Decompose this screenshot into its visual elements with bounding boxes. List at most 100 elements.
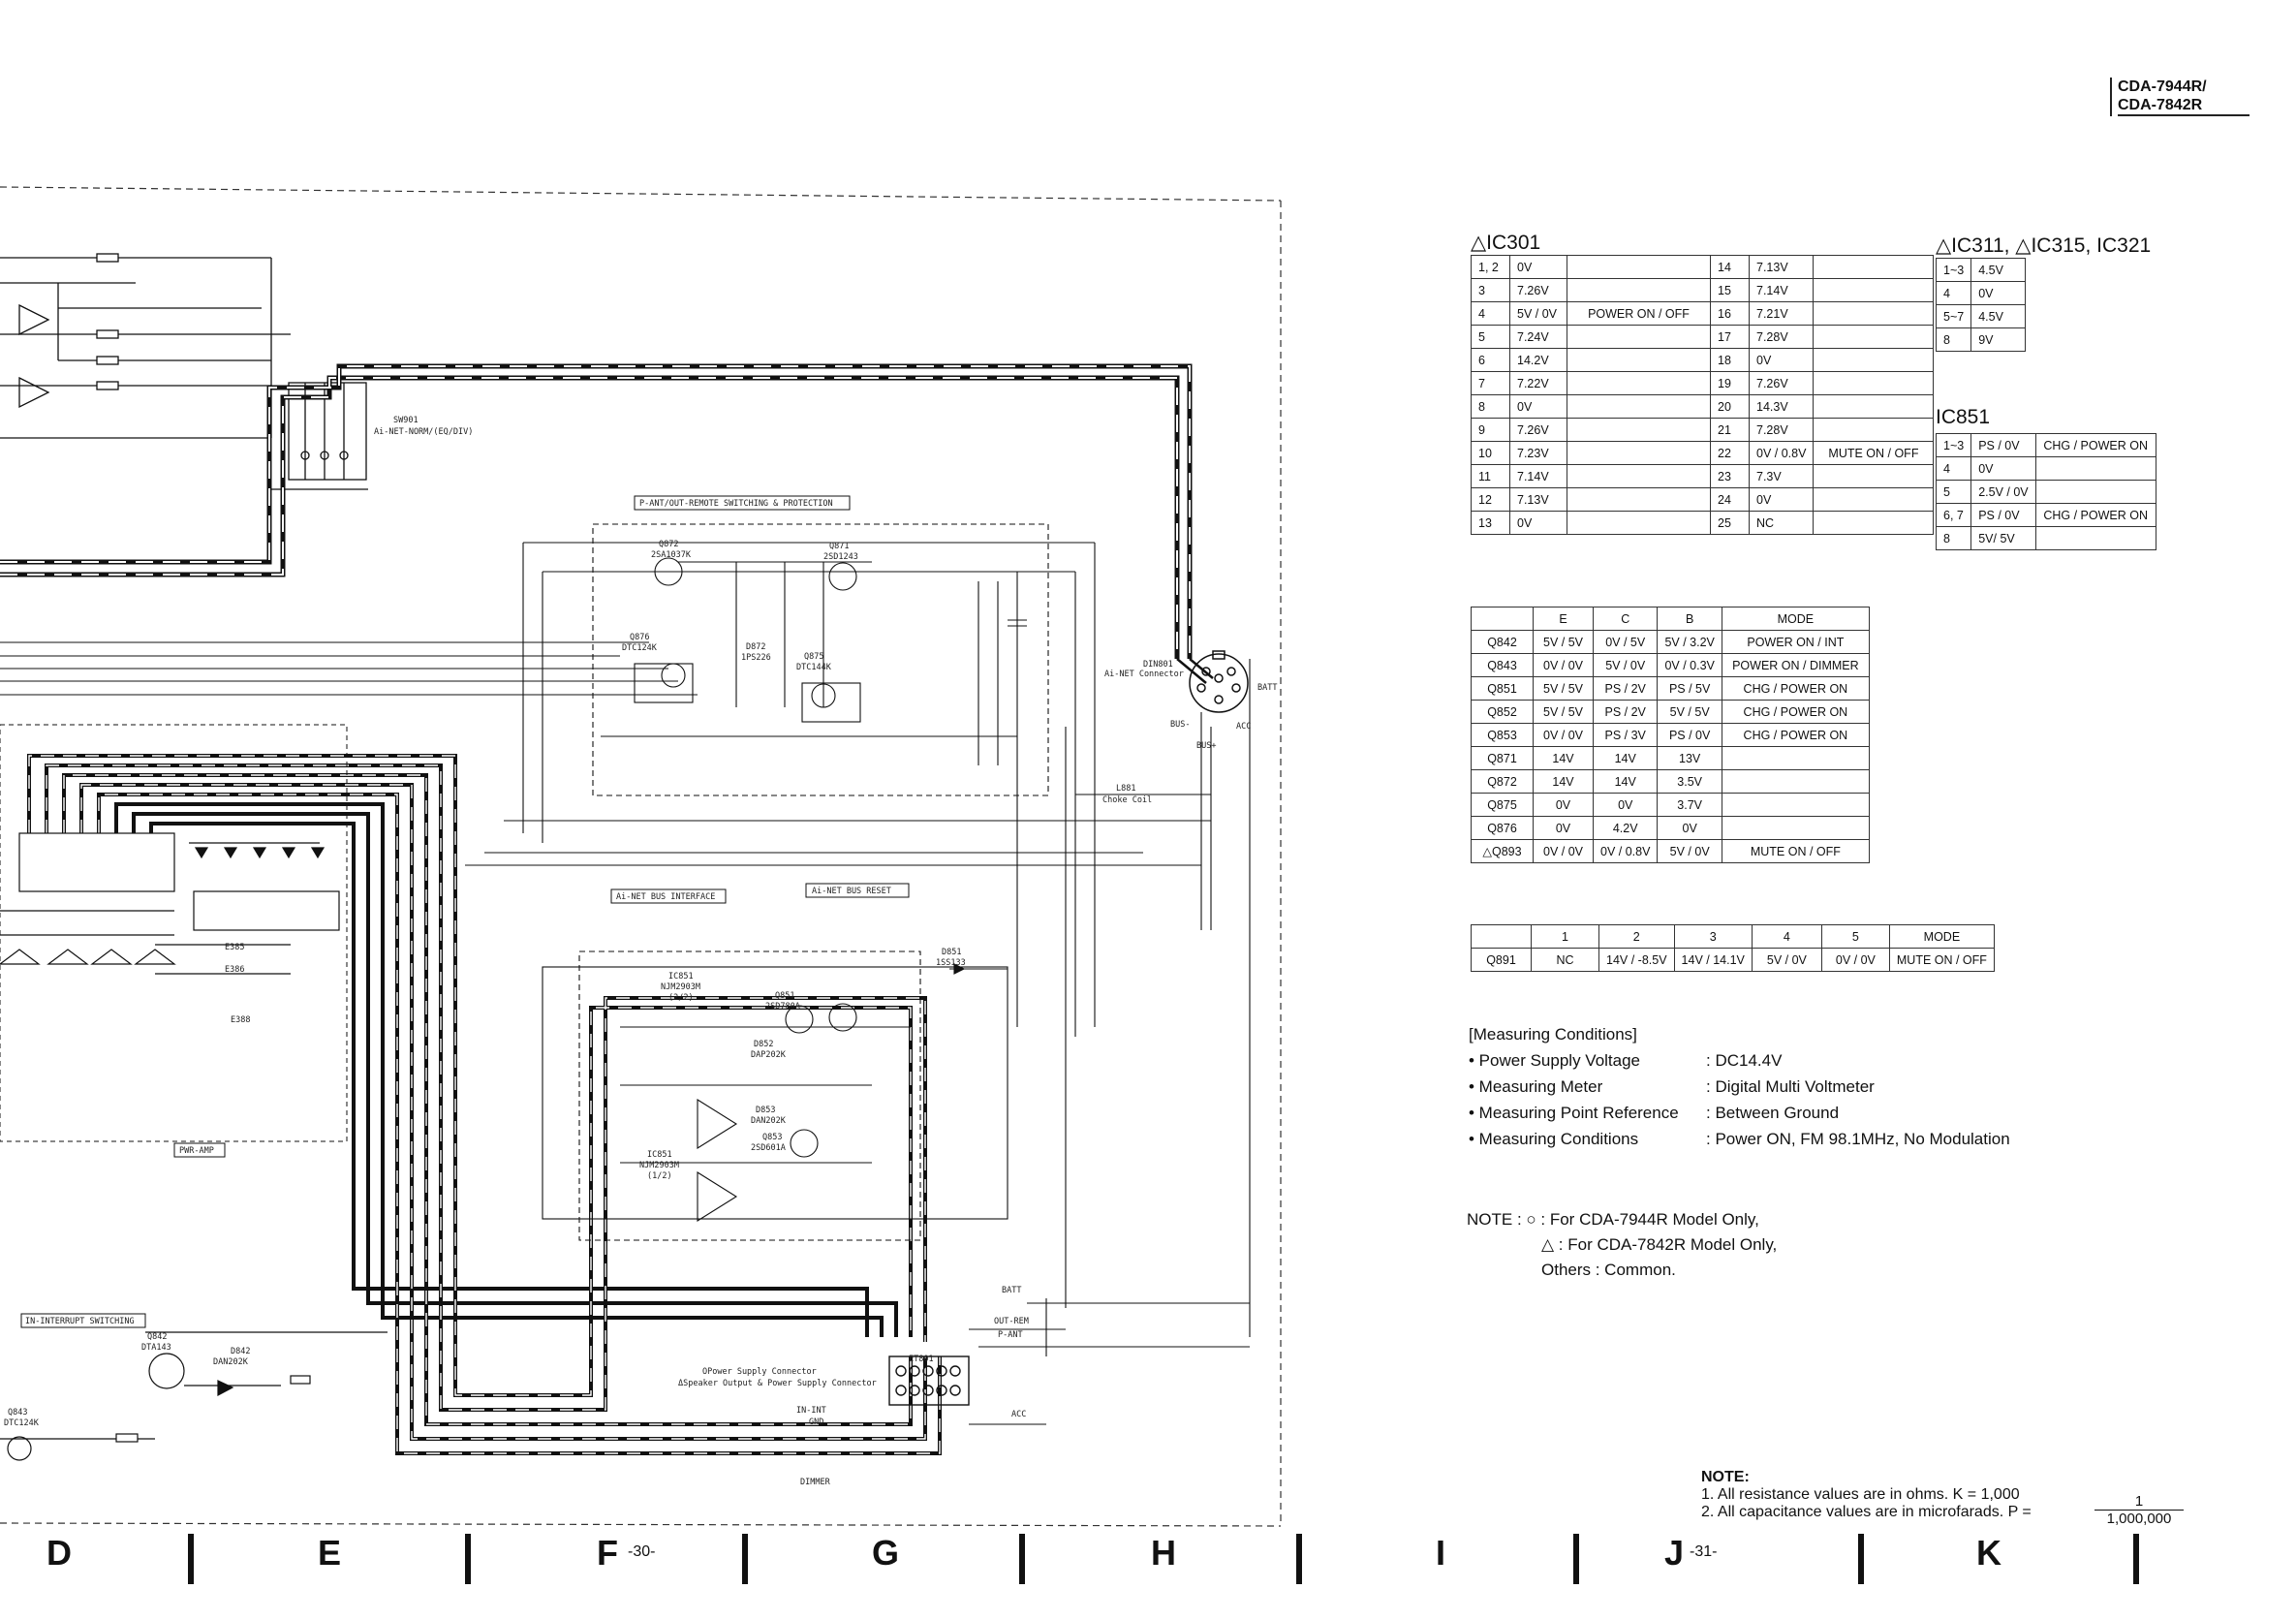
table-cell: 5V / 0V — [1592, 653, 1659, 677]
table-cell: MUTE ON / OFF — [1813, 441, 1935, 465]
measuring-item: • Measuring Meter: Digital Multi Voltmet… — [1469, 1074, 1875, 1100]
table-cell: 0V — [1748, 348, 1815, 372]
table-cell — [1721, 793, 1870, 817]
grid-letter-f: F — [597, 1533, 618, 1573]
table-cell: 5~7 — [1935, 304, 1972, 328]
table-cell: 1, 2 — [1471, 255, 1510, 279]
acc2-label: ACC — [1011, 1410, 1026, 1419]
table-cell: 16 — [1710, 301, 1750, 326]
choke-label: Choke Coil — [1102, 795, 1152, 805]
q871-part: 2SD1243 — [823, 552, 858, 562]
measuring-item-value: : Between Ground — [1706, 1104, 1840, 1122]
table-cell: 7.24V — [1509, 325, 1567, 349]
measuring-item: • Measuring Conditions: Power ON, FM 98.… — [1469, 1126, 2010, 1152]
table-cell: 18 — [1710, 348, 1750, 372]
grid-separator — [188, 1534, 194, 1584]
table-header-cell: 2 — [1598, 924, 1675, 949]
table-cell: 1~3 — [1935, 258, 1972, 282]
model-note-line3: Others : Common. — [1541, 1261, 1676, 1279]
pico-fraction: 1 1,000,000 — [2094, 1493, 2184, 1527]
table-cell: POWER ON / INT — [1721, 630, 1870, 654]
model-line-2: CDA-7842R — [2118, 96, 2249, 116]
measuring-item-label: • Measuring Point Reference — [1469, 1104, 1679, 1122]
q876-part: DTC124K — [622, 643, 658, 653]
table-cell — [2034, 480, 2156, 504]
measuring-item: • Measuring Point Reference : Between Gro… — [1469, 1100, 1839, 1126]
acc-label: ACC — [1236, 722, 1251, 732]
d872-part: 1PS226 — [741, 653, 771, 663]
table-cell: 23 — [1710, 464, 1750, 488]
table-cell: 10 — [1471, 441, 1510, 465]
dimmer-label: DIMMER — [800, 1478, 831, 1487]
table-cell: 3.7V — [1657, 793, 1722, 817]
e388-label: E388 — [231, 1015, 250, 1025]
table-cell: 6 — [1471, 348, 1510, 372]
ic851a-unit: (2/2) — [668, 993, 694, 1003]
table-cell: PS / 0V — [1970, 433, 2036, 457]
signal-lines — [0, 542, 1251, 1425]
table-cell — [2034, 456, 2156, 481]
table-cell: 7.22V — [1509, 371, 1567, 395]
l881-label: L881 — [1116, 784, 1135, 794]
grid-separator — [465, 1534, 471, 1584]
table-cell: 5V / 0V — [1751, 948, 1822, 972]
table-cell: Q872 — [1471, 769, 1534, 794]
table-cell: 0V — [1748, 487, 1815, 512]
table-cell — [1721, 816, 1870, 840]
table-cell: Q876 — [1471, 816, 1534, 840]
table-cell: 4 — [1935, 281, 1972, 305]
table-cell: 12 — [1471, 487, 1510, 512]
page-number-right: -31- — [1690, 1543, 1718, 1560]
sw901-label: SW901 — [393, 416, 419, 425]
table-cell: △Q893 — [1471, 839, 1534, 863]
bus-dash-lines — [0, 365, 1191, 659]
ic851b-unit: (1/2) — [647, 1171, 672, 1181]
fraction-numerator: 1 — [2134, 1493, 2144, 1510]
table-cell: PS / 2V — [1592, 700, 1659, 724]
d852-label: D852 — [754, 1040, 773, 1049]
q872-part: 2SA1037K — [651, 550, 692, 560]
table-cell: 7 — [1471, 371, 1510, 395]
e386-label: E386 — [225, 965, 244, 975]
table-cell: 3.5V — [1657, 769, 1722, 794]
table-cell: 4.5V — [1970, 258, 2027, 282]
table-cell: Q851 — [1471, 676, 1534, 701]
et801-desc1: OPower Supply Connector — [702, 1367, 817, 1377]
table-cell: PS / 5V — [1657, 676, 1722, 701]
measuring-item: • Power Supply Voltage: DC14.4V — [1469, 1047, 1782, 1074]
din801-label: DIN801 — [1143, 660, 1173, 670]
model-note-line1: ○ : For CDA-7944R Model Only, — [1526, 1210, 1759, 1229]
ic851b-part: NJM2903M — [639, 1161, 679, 1170]
table-cell — [1567, 464, 1711, 488]
batt2-label: BATT — [1002, 1286, 1021, 1295]
grid-letter-k: K — [1976, 1533, 2001, 1573]
table-cell: 14V / 14.1V — [1673, 948, 1753, 972]
table-cell: 5V / 5V — [1657, 700, 1722, 724]
grid-separator — [1019, 1534, 1025, 1584]
bus-plus-label: BUS+ — [1196, 741, 1216, 751]
table-cell — [1813, 301, 1935, 326]
table-cell: 22 — [1710, 441, 1750, 465]
table-cell: 9 — [1471, 418, 1510, 442]
table-cell: 13 — [1471, 511, 1510, 535]
table-cell: 7.26V — [1748, 371, 1815, 395]
table-cell: 14V / -8.5V — [1598, 948, 1675, 972]
table-cell: Q891 — [1471, 948, 1532, 972]
table-header-cell: 5 — [1820, 924, 1890, 949]
table-cell — [1813, 255, 1935, 279]
